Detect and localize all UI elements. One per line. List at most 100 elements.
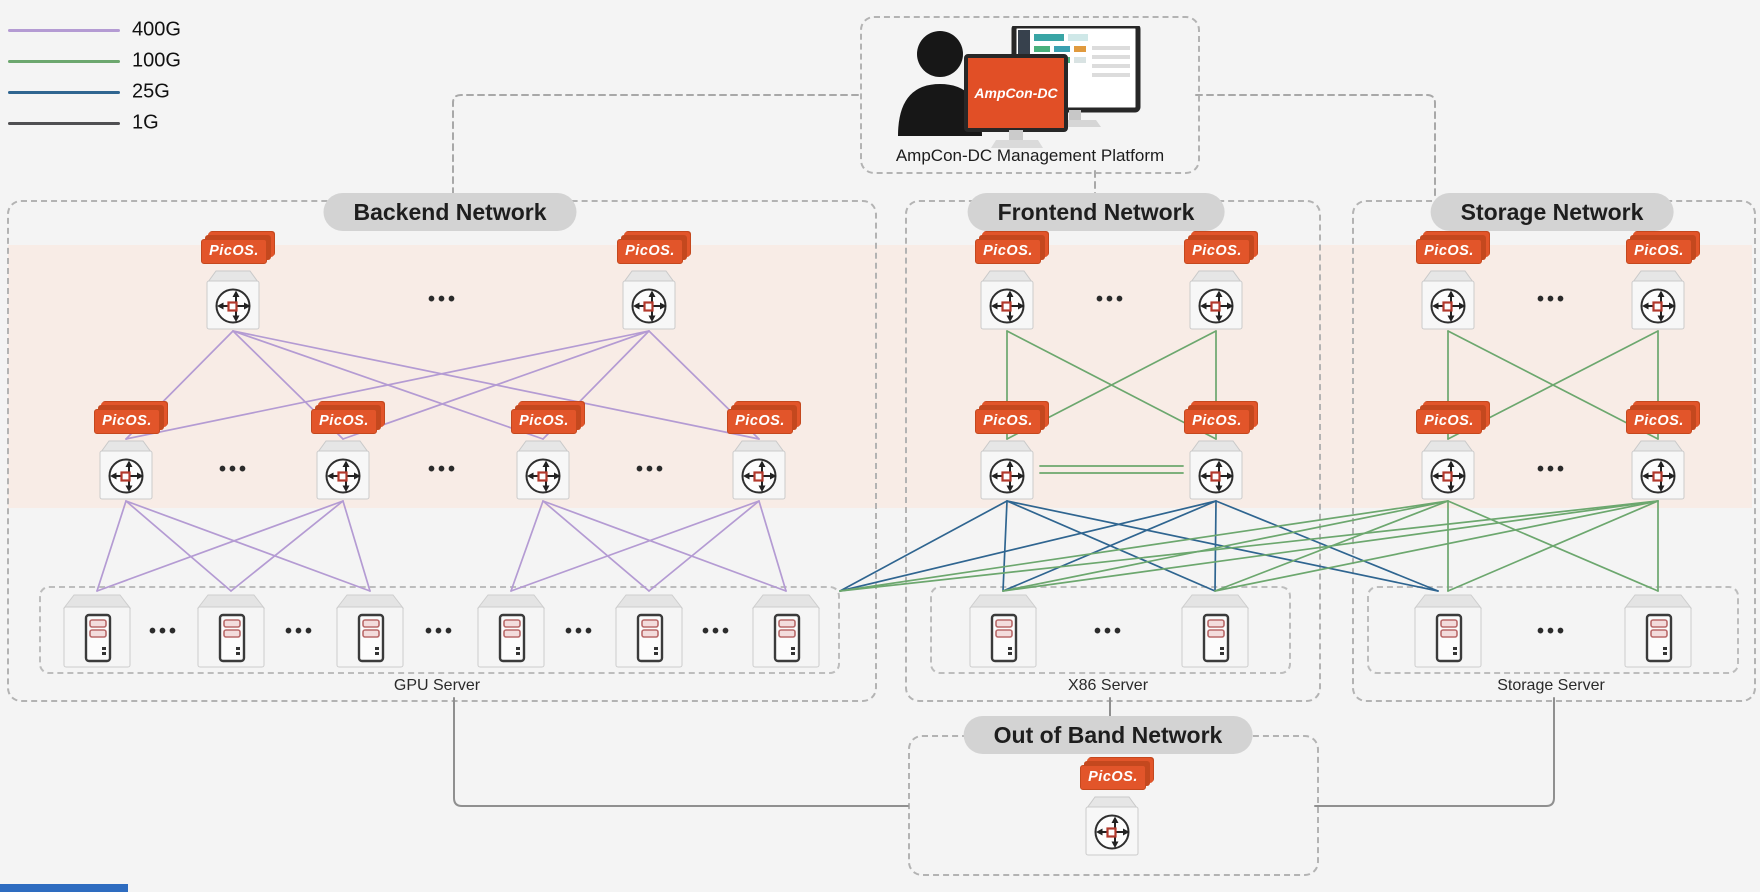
link-100G — [1447, 330, 1659, 440]
server-icon — [1177, 591, 1253, 669]
link-400G — [542, 500, 650, 592]
link-400G — [96, 500, 127, 592]
ellipsis-dots: ••• — [564, 620, 596, 643]
switch-b-spine-1 — [200, 269, 266, 331]
link-400G — [342, 330, 650, 440]
picos-badge: PicOS. — [311, 409, 377, 434]
switch-icon — [974, 269, 1040, 331]
legend: 400G 100G 25G 1G — [0, 0, 260, 140]
picos-badge: PicOS. — [1416, 409, 1482, 434]
link-100G — [839, 500, 1659, 592]
management-platform-label: AmpCon-DC Management Platform — [895, 146, 1165, 165]
server-b-srv-1 — [59, 591, 135, 669]
backend-network-title: Backend Network — [323, 193, 577, 231]
legend-swatch-1G — [8, 122, 120, 125]
server-icon — [332, 591, 408, 669]
oob-network-title: Out of Band Network — [963, 716, 1253, 754]
legend-label-100G: 100G — [132, 49, 181, 72]
legend-swatch-100G — [8, 60, 120, 63]
switch-icon — [200, 269, 266, 331]
picos-badge: PicOS. — [201, 239, 267, 264]
picos-badge: PicOS. — [1626, 409, 1692, 434]
switch-f-leaf-2 — [1183, 439, 1249, 501]
picos-badge: PicOS. — [1080, 765, 1146, 790]
link-100G — [1214, 500, 1659, 592]
gpu-server-group — [39, 586, 840, 674]
management-platform-box: AmpCon-DC AmpCon-DC Management Platform — [860, 16, 1200, 174]
switch-f-leaf-1 — [974, 439, 1040, 501]
server-b-srv-5 — [611, 591, 687, 669]
link-400G — [125, 330, 650, 440]
picos-badge: PicOS. — [975, 239, 1041, 264]
storage-server-group — [1367, 586, 1739, 674]
switch-f-spine-1 — [974, 269, 1040, 331]
link-400G — [758, 500, 787, 592]
server-s-srv-2 — [1620, 591, 1696, 669]
server-icon — [193, 591, 269, 669]
ellipsis-dots: ••• — [424, 620, 456, 643]
server-icon — [59, 591, 135, 669]
server-icon — [473, 591, 549, 669]
admin-person-icon — [898, 31, 982, 136]
link-1G-sto-oob — [1314, 697, 1555, 807]
ellipsis-dots: ••• — [1095, 288, 1127, 311]
ellipsis-dots: ••• — [1536, 458, 1568, 481]
link-25G — [839, 500, 1217, 592]
link-400G — [96, 500, 344, 592]
link-400G — [125, 500, 232, 592]
ellipsis-dots: ••• — [701, 620, 733, 643]
ellipsis-dots: ••• — [427, 288, 459, 311]
ellipsis-dots: ••• — [427, 458, 459, 481]
link-400G — [230, 500, 344, 592]
link-100G — [1002, 500, 1449, 592]
server-b-srv-2 — [193, 591, 269, 669]
ellipsis-dots: ••• — [284, 620, 316, 643]
server-b-srv-6 — [748, 591, 824, 669]
ampcon-monitor-icon: AmpCon-DC — [964, 54, 1068, 148]
switch-icon — [510, 439, 576, 501]
switch-icon — [1625, 269, 1691, 331]
legend-swatch-25G — [8, 91, 120, 94]
management-platform-graphic: AmpCon-DC — [898, 26, 1141, 148]
link-400G — [342, 500, 371, 592]
switch-b-leaf-2 — [310, 439, 376, 501]
x86-server-group — [930, 586, 1291, 674]
link-25G — [839, 500, 1008, 592]
switch-oob-switch — [1079, 795, 1145, 857]
picos-badge: PicOS. — [511, 409, 577, 434]
picos-badge: PicOS. — [94, 409, 160, 434]
server-s-srv-1 — [1410, 591, 1486, 669]
server-f-srv-1 — [965, 591, 1041, 669]
switch-b-leaf-4 — [726, 439, 792, 501]
switch-s-leaf-2 — [1625, 439, 1691, 501]
picos-badge: PicOS. — [1184, 239, 1250, 264]
legend-label-400G: 400G — [132, 18, 181, 41]
switch-icon — [1625, 439, 1691, 501]
mgmt-link-mgmt-backend — [452, 94, 859, 197]
link-100G — [839, 500, 1449, 592]
legend-label-1G: 1G — [132, 111, 159, 134]
gpu-server-label: GPU Server — [393, 677, 481, 694]
link-400G — [510, 500, 760, 592]
bottom-blue-strip — [0, 884, 128, 892]
link-400G — [125, 500, 371, 592]
server-icon — [1410, 591, 1486, 669]
legend-label-25G: 25G — [132, 80, 170, 103]
link-25G — [1002, 500, 1008, 592]
switch-icon — [974, 439, 1040, 501]
switch-s-spine-2 — [1625, 269, 1691, 331]
link-1G-gpu-oob — [453, 697, 909, 807]
mgmt-link-mgmt-storage — [1195, 94, 1436, 197]
link-25G — [1002, 500, 1217, 592]
switch-icon — [1415, 269, 1481, 331]
link-25G — [1214, 500, 1217, 592]
switch-f-spine-2 — [1183, 269, 1249, 331]
server-icon — [965, 591, 1041, 669]
picos-badge: PicOS. — [727, 409, 793, 434]
switch-s-spine-1 — [1415, 269, 1481, 331]
ellipsis-dots: ••• — [1536, 620, 1568, 643]
switch-icon — [726, 439, 792, 501]
link-100G — [1002, 500, 1659, 592]
